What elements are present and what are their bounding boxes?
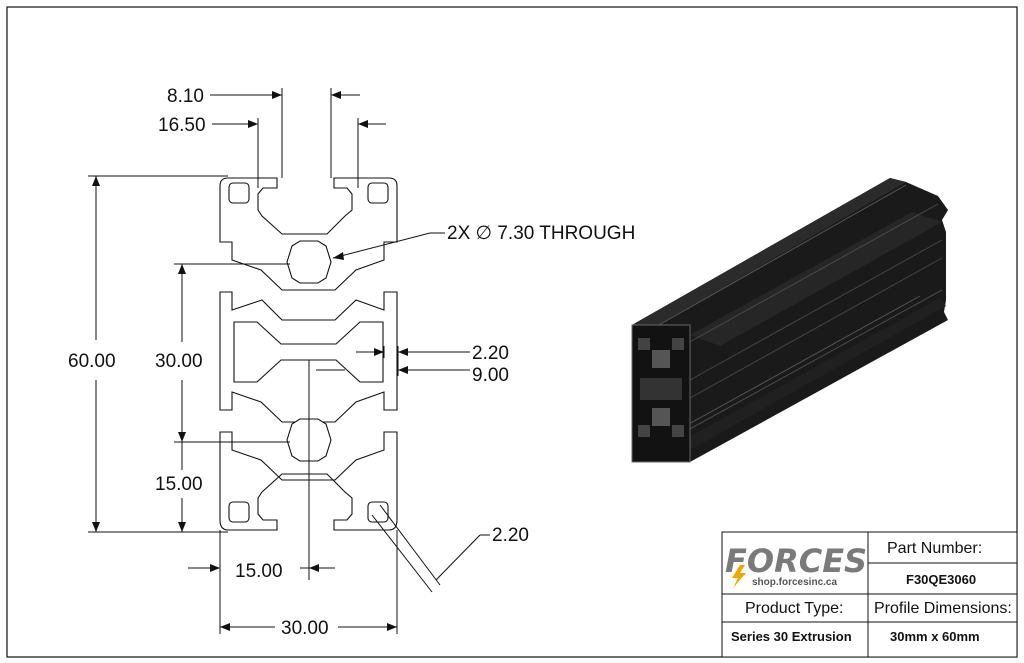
dim-60-00: 60.00 — [68, 351, 116, 372]
extrusion-3d-view — [631, 178, 948, 463]
product-type-value: Series 30 Extrusion — [731, 629, 852, 644]
forces-logo: FORCES shop.forcesinc.ca — [725, 542, 867, 588]
part-number-label: Part Number: — [887, 540, 982, 557]
dim-2-20-slot: 2.20 — [472, 343, 509, 364]
part-number-value: F30QE3060 — [906, 572, 976, 587]
profile-dimensions-label: Profile Dimensions: — [874, 600, 1012, 617]
dim-30-00-horizontal: 30.00 — [281, 618, 329, 639]
dim-16-50: 16.50 — [158, 115, 206, 136]
dim-8-10: 8.10 — [167, 86, 204, 107]
product-type-label: Product Type: — [745, 600, 843, 617]
dim-9-00: 9.00 — [472, 365, 509, 386]
hole-callout: 2X ∅ 7.30 THROUGH — [447, 223, 635, 244]
profile-dimensions-value: 30mm x 60mm — [890, 629, 980, 644]
title-block: FORCES shop.forcesinc.ca Part Number: F3… — [721, 531, 1018, 658]
dim-2-20-wall: 2.20 — [492, 525, 529, 546]
dimension-lines — [88, 88, 490, 634]
drawing-border — [6, 6, 1018, 658]
lightning-bolt-icon — [732, 565, 746, 588]
logo-url: shop.forcesinc.ca — [752, 577, 837, 588]
profile-section — [219, 177, 398, 531]
logo-text: FORCES — [725, 542, 867, 580]
arrowheads — [92, 91, 408, 631]
dimension-labels: 8.10 16.50 60.00 30.00 15.00 15.00 30.00… — [68, 86, 635, 639]
dim-15-00-horizontal: 15.00 — [235, 561, 283, 582]
dim-30-00-vertical: 30.00 — [155, 351, 203, 372]
dim-15-00-vertical: 15.00 — [155, 474, 203, 495]
